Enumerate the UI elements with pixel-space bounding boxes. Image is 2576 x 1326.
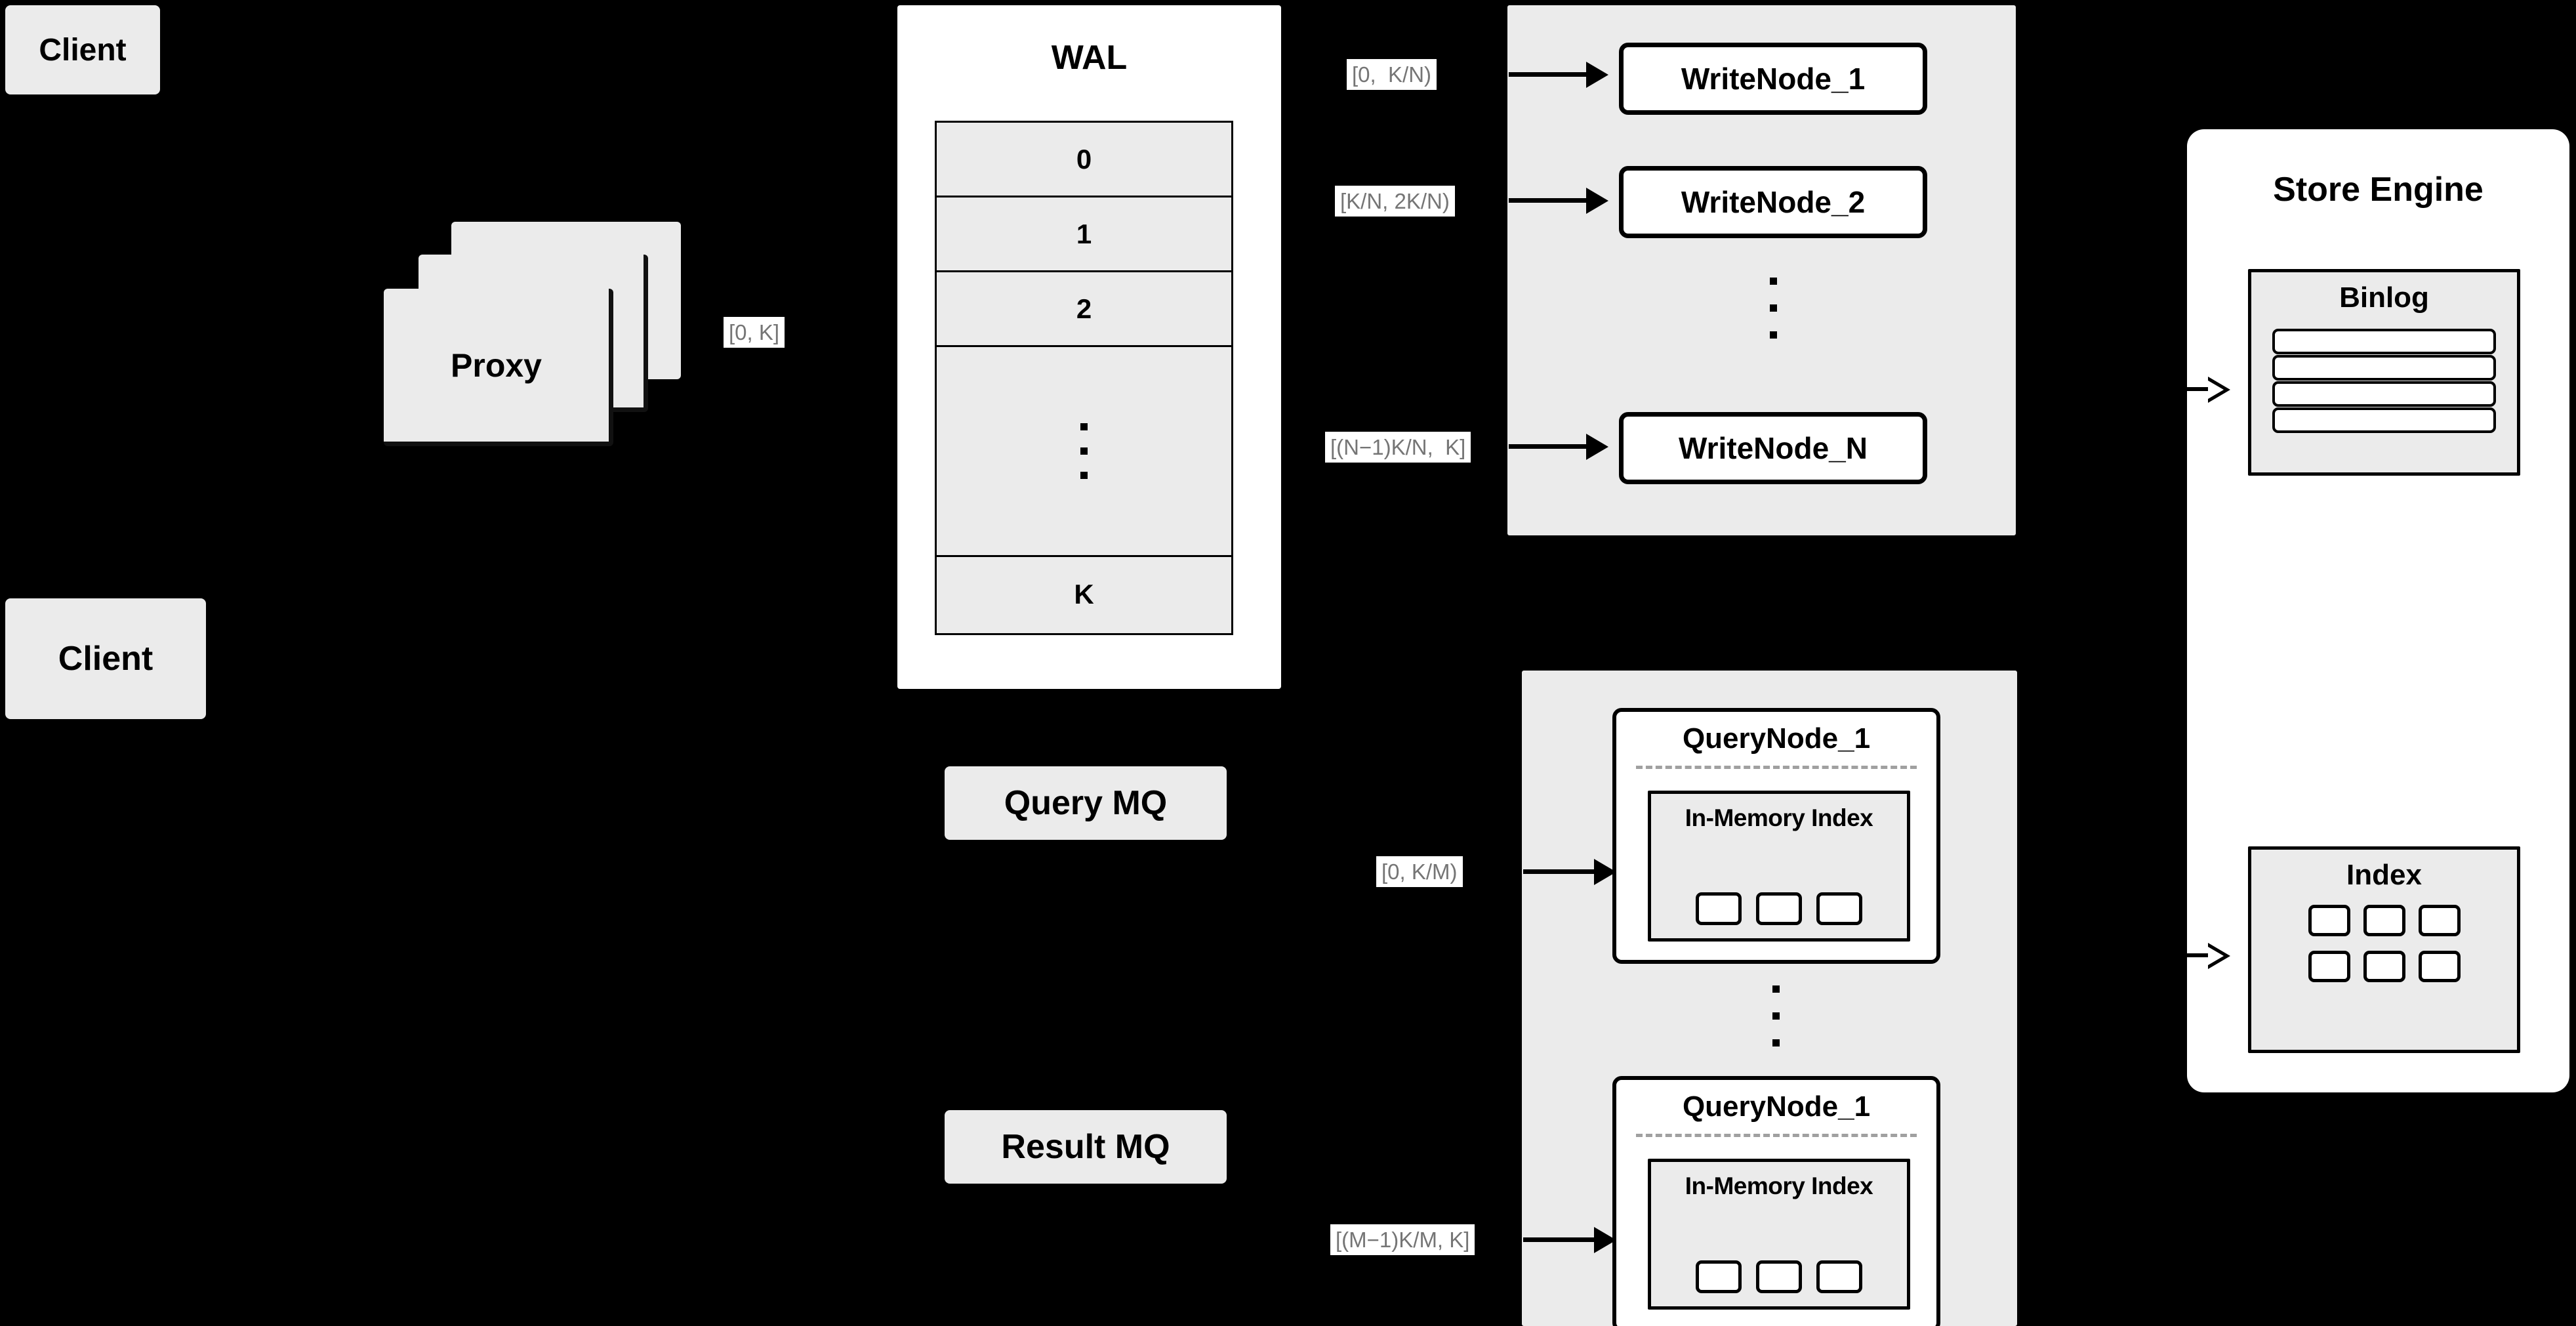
- wal-row-label-0: 0: [1076, 143, 1092, 175]
- proxy-label: Proxy: [451, 346, 542, 384]
- write-node-2-label: WriteNode_2: [1681, 185, 1866, 219]
- arrow-to-index: [2175, 953, 2209, 957]
- query-node-cluster: QueryNode_1 In-Memory Index QueryNode_1 …: [1522, 671, 2017, 1326]
- index-cell[interactable]: [1756, 1260, 1802, 1293]
- edge-label-query-range-2: [(M−1)K/M, K]: [1330, 1224, 1475, 1255]
- in-memory-index-1: In-Memory Index: [1648, 791, 1910, 942]
- write-node-n-label: WriteNode_N: [1679, 431, 1868, 465]
- ellipsis-dot-icon: [1772, 985, 1780, 993]
- client-label-1: Client: [39, 32, 127, 68]
- query-mq-label: Query MQ: [1004, 784, 1168, 822]
- wal-row-1[interactable]: 1: [937, 197, 1231, 272]
- write-node-ellipsis: [1770, 278, 1777, 339]
- write-node-cluster: WriteNode_1 WriteNode_2 WriteNode_N: [1507, 5, 2016, 535]
- write-node-2[interactable]: WriteNode_2: [1619, 166, 1927, 238]
- arrow-head-open-icon: [2208, 943, 2230, 969]
- query-mq-box[interactable]: Query MQ: [945, 766, 1227, 840]
- edge-label-write-range-2: [K/N, 2K/N): [1335, 186, 1455, 217]
- wal-row-label-1: 1: [1076, 218, 1092, 249]
- index-cell[interactable]: [1696, 892, 1742, 925]
- arrow-to-query-node-1: [1523, 869, 1595, 874]
- binlog-row[interactable]: [2272, 381, 2496, 407]
- ellipsis-dot-icon: [1772, 1039, 1780, 1046]
- index-cell[interactable]: [1816, 1260, 1862, 1293]
- index-cell-row: [2308, 951, 2461, 982]
- result-mq-label: Result MQ: [1001, 1128, 1170, 1166]
- binlog-row[interactable]: [2272, 407, 2496, 433]
- wal-row-label-k: K: [1074, 579, 1094, 610]
- query-node-ellipsis: [1772, 985, 1780, 1046]
- index-cell[interactable]: [1756, 892, 1802, 925]
- wal-row-k[interactable]: K: [937, 557, 1231, 632]
- binlog-row[interactable]: [2272, 329, 2496, 354]
- write-node-n[interactable]: WriteNode_N: [1619, 412, 1927, 484]
- wal-row-stack: 0 1 2 K: [935, 121, 1233, 635]
- ellipsis-dot-icon: [1772, 1012, 1780, 1020]
- write-node-1[interactable]: WriteNode_1: [1619, 43, 1927, 115]
- index-panel: Index: [2248, 846, 2520, 1053]
- index-cell[interactable]: [2363, 905, 2405, 936]
- binlog-row[interactable]: [2272, 355, 2496, 381]
- query-node-2[interactable]: QueryNode_1 In-Memory Index: [1612, 1076, 1940, 1326]
- arrow-head-icon: [1586, 188, 1608, 214]
- in-memory-index-2-cells: [1651, 1260, 1907, 1293]
- store-engine-panel: Store Engine Binlog Index: [2187, 129, 2569, 1092]
- arrow-to-write-node-n: [1509, 444, 1587, 449]
- arrow-to-write-node-1: [1509, 72, 1587, 77]
- index-cell[interactable]: [2418, 951, 2461, 982]
- edge-label-query-range-1: [0, K/M): [1376, 856, 1463, 887]
- query-node-1[interactable]: QueryNode_1 In-Memory Index: [1612, 708, 1940, 964]
- in-memory-index-1-title: In-Memory Index: [1685, 804, 1873, 831]
- wal-panel: WAL 0 1 2 K: [897, 5, 1281, 689]
- wal-title: WAL: [1051, 39, 1128, 77]
- index-cell[interactable]: [1816, 892, 1862, 925]
- client-box-2[interactable]: Client: [5, 598, 206, 719]
- edge-label-proxy-to-wal: [0, K]: [724, 317, 785, 348]
- arrow-to-query-node-2: [1523, 1237, 1595, 1242]
- query-node-1-label: QueryNode_1: [1682, 722, 1871, 755]
- result-mq-box[interactable]: Result MQ: [945, 1110, 1227, 1184]
- in-memory-index-1-cells: [1651, 892, 1907, 925]
- index-cell[interactable]: [2363, 951, 2405, 982]
- edge-label-write-range-n: [(N−1)K/N, K]: [1325, 432, 1471, 463]
- in-memory-index-2-title: In-Memory Index: [1685, 1172, 1873, 1199]
- arrow-head-open-icon: [2208, 377, 2230, 403]
- arrow-head-icon: [1586, 434, 1608, 460]
- arrow-to-write-node-2: [1509, 198, 1587, 203]
- ellipsis-dot-icon: [1080, 472, 1088, 479]
- wal-row-ellipsis: [937, 347, 1231, 557]
- index-title: Index: [2346, 859, 2422, 891]
- ellipsis-dot-icon: [1770, 278, 1777, 285]
- in-memory-index-2: In-Memory Index: [1648, 1159, 1910, 1310]
- arrow-head-icon: [1594, 1227, 1616, 1253]
- index-cell[interactable]: [2308, 905, 2350, 936]
- wal-row-0[interactable]: 0: [937, 123, 1231, 197]
- index-cell[interactable]: [2308, 951, 2350, 982]
- ellipsis-dot-icon: [1080, 447, 1088, 455]
- query-node-2-label: QueryNode_1: [1682, 1090, 1871, 1123]
- arrow-head-icon: [1586, 62, 1608, 88]
- ellipsis-dot-icon: [1770, 304, 1777, 312]
- query-node-2-separator: [1636, 1134, 1917, 1137]
- binlog-row-list: [2272, 329, 2496, 433]
- index-cell[interactable]: [2418, 905, 2461, 936]
- proxy-card-front[interactable]: Proxy: [384, 289, 613, 446]
- index-cell[interactable]: [1696, 1260, 1742, 1293]
- write-node-1-label: WriteNode_1: [1681, 62, 1866, 96]
- wal-row-label-2: 2: [1076, 293, 1092, 324]
- arrow-to-binlog: [2175, 387, 2209, 391]
- ellipsis-dot-icon: [1770, 331, 1777, 339]
- arrow-head-icon: [1594, 859, 1616, 885]
- edge-label-write-range-1: [0, K/N): [1347, 59, 1437, 90]
- ellipsis-dot-icon: [1080, 423, 1088, 430]
- binlog-panel: Binlog: [2248, 269, 2520, 476]
- client-label-2: Client: [58, 640, 153, 678]
- query-node-1-separator: [1636, 766, 1917, 769]
- client-box-1[interactable]: Client: [5, 5, 160, 94]
- store-engine-title: Store Engine: [2273, 171, 2484, 209]
- index-cell-grid: [2251, 905, 2517, 982]
- binlog-title: Binlog: [2339, 281, 2429, 314]
- index-cell-row: [2308, 905, 2461, 936]
- wal-row-2[interactable]: 2: [937, 272, 1231, 347]
